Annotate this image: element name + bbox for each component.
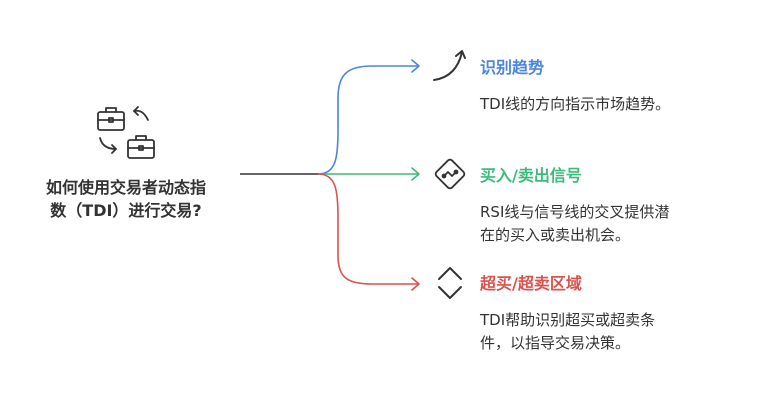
branch-desc-trend-line1: TDI线的方向指示市场趋势。 — [480, 95, 671, 113]
branch-title-zone: 超买/超卖区域 — [480, 274, 582, 293]
connector-signal-arrow — [411, 167, 420, 181]
trend-arrow-icon — [433, 50, 466, 81]
branch-title-signal: 买入/卖出信号 — [480, 166, 582, 185]
root-question-line1: 如何使用交易者动态指 — [45, 178, 206, 197]
branch-desc-signal: RSI线与信号线的交叉提供潜 在的买入或卖出机会。 — [480, 201, 669, 247]
branch-desc-trend: TDI线的方向指示市场趋势。 — [480, 93, 670, 116]
connector-zone — [317, 173, 418, 285]
branch-desc-zone-line1: TDI帮助识别超买或超卖条 — [480, 311, 656, 329]
branch-desc-zone: TDI帮助识别超买或超卖条 件，以指导交易决策。 — [480, 309, 655, 355]
branch-desc-signal-line1: RSI线与信号线的交叉提供潜 — [480, 203, 670, 221]
signal-chip-icon — [434, 158, 466, 190]
branch-desc-signal-line2: 在的买入或卖出机会。 — [480, 226, 631, 244]
branch-title-trend: 识别趋势 — [480, 58, 545, 77]
root-question: 如何使用交易者动态指 数（TDI）进行交易? — [16, 176, 236, 222]
briefcase-exchange-icon — [97, 106, 155, 159]
up-down-chevrons-icon — [438, 267, 462, 299]
connector-trend-arrow — [411, 59, 420, 73]
branch-desc-zone-line2: 件，以指导交易决策。 — [480, 334, 631, 352]
connector-zone-arrow — [411, 277, 420, 291]
root-question-line2: 数（TDI）进行交易? — [50, 201, 202, 220]
connector-trend — [317, 65, 418, 175]
